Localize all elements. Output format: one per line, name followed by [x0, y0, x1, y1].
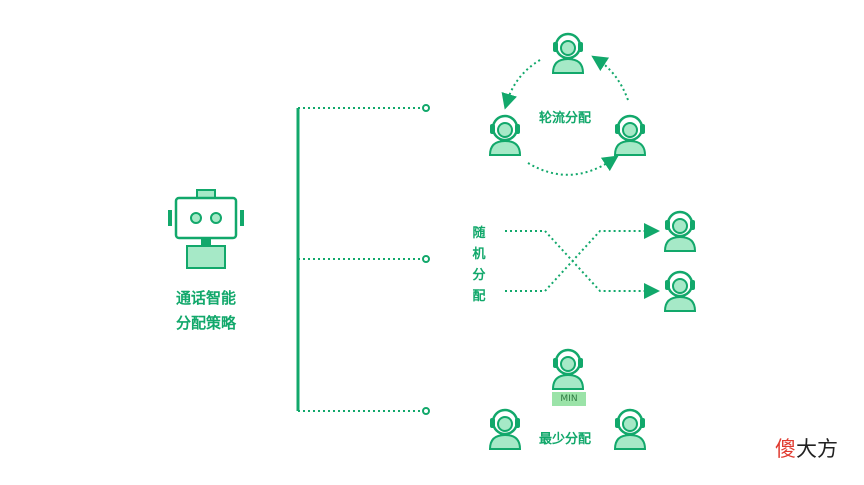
random-label-char: 随 [472, 226, 486, 241]
random-group [505, 210, 697, 313]
watermark-rest: 大方 [796, 437, 838, 461]
agent-headset-icon [613, 408, 647, 451]
round-robin-label: 轮流分配 [539, 111, 592, 126]
arrow-right-to-top [591, 55, 629, 101]
arrow-cross-up [505, 223, 660, 292]
arrow-cross-down [505, 230, 660, 299]
watermark-logo: 傻大方 [775, 433, 838, 463]
connectors [296, 104, 430, 415]
center-title-line2: 分配策略 [175, 314, 236, 332]
center-title: 通话智能 分配策略 [160, 286, 252, 336]
agent-headset-icon [663, 270, 697, 313]
agent-headset-icon [488, 114, 522, 157]
watermark-accent: 傻 [775, 437, 796, 461]
least-busy-label: 最少分配 [539, 432, 592, 447]
arrow-top-to-left [501, 59, 541, 110]
agent-headset-icon [613, 114, 647, 157]
random-label-char: 机 [472, 247, 486, 262]
agent-headset-icon [551, 348, 585, 391]
node-random [422, 255, 430, 263]
arrow-left-to-right [527, 155, 619, 176]
agent-headset-icon [488, 408, 522, 451]
min-badge: MIN [552, 392, 586, 406]
robot-icon [168, 189, 244, 269]
node-least [422, 407, 430, 415]
random-label-char: 配 [472, 289, 486, 304]
agent-headset-icon [551, 32, 585, 75]
node-round-robin [422, 104, 430, 112]
round-robin-group [488, 32, 647, 176]
random-label-char: 分 [472, 268, 486, 283]
random-label: 随 机 分 配 [470, 223, 488, 307]
center-title-line1: 通话智能 [175, 289, 236, 307]
agent-headset-icon [663, 210, 697, 253]
